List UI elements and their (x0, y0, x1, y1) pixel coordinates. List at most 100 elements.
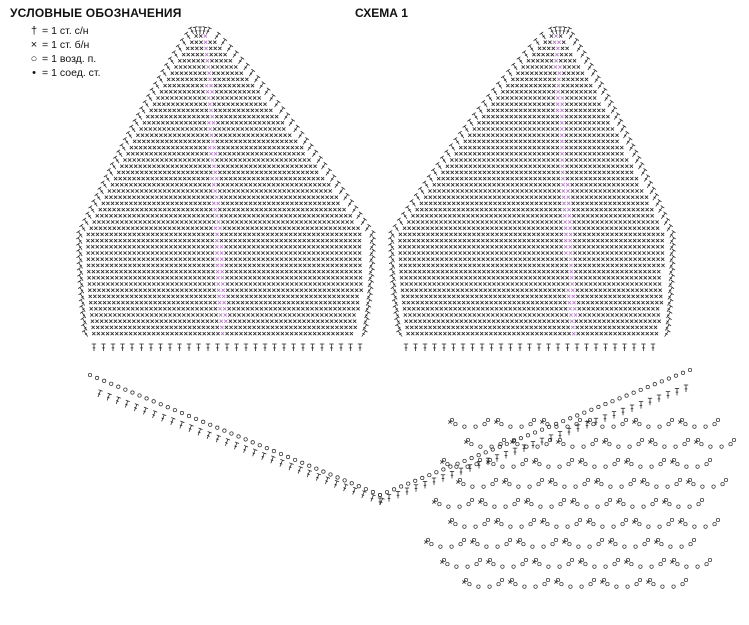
single-crochet-mark (203, 34, 208, 38)
single-crochet-mark (290, 288, 295, 293)
single-crochet-mark (274, 251, 279, 255)
single-crochet-mark (559, 251, 564, 255)
single-crochet-mark (123, 232, 127, 237)
chain-stitch-mark (633, 544, 638, 549)
double-crochet-mark (113, 155, 120, 164)
single-crochet-mark (269, 313, 274, 317)
single-crochet-mark (233, 232, 238, 237)
single-crochet-mark (411, 226, 416, 231)
single-crochet-mark (428, 201, 433, 206)
single-crochet-mark (647, 257, 651, 262)
single-crochet-mark (488, 195, 492, 200)
single-crochet-mark (105, 331, 110, 336)
single-crochet-mark (432, 182, 437, 187)
single-crochet-mark (272, 145, 276, 150)
single-crochet-mark (267, 220, 271, 224)
single-crochet-mark (610, 257, 614, 262)
single-crochet-mark (545, 306, 550, 311)
single-crochet-mark (547, 288, 552, 293)
single-crochet-mark (261, 325, 266, 330)
single-crochet-mark (407, 251, 412, 255)
single-crochet-mark (128, 269, 133, 274)
single-crochet-mark (137, 139, 142, 144)
single-crochet-mark (509, 133, 514, 138)
single-crochet-mark (348, 263, 353, 268)
single-crochet-mark (433, 195, 437, 200)
single-crochet-mark (168, 89, 173, 94)
single-crochet-mark (494, 306, 499, 311)
single-crochet-mark (150, 158, 155, 162)
single-crochet-mark (579, 282, 584, 286)
single-crochet-mark (541, 120, 546, 125)
single-crochet-mark (595, 300, 599, 305)
single-crochet-mark (536, 306, 540, 311)
single-crochet-mark (446, 282, 450, 286)
single-crochet-mark (535, 331, 539, 336)
chain-stitch-mark (604, 502, 609, 507)
single-crochet-mark (514, 176, 519, 181)
single-crochet-mark (599, 294, 603, 299)
single-crochet-mark (254, 207, 259, 212)
chain-stitch-mark (172, 408, 177, 413)
single-crochet-mark (95, 263, 100, 268)
single-crochet-mark (142, 282, 147, 286)
chain-stitch-mark (657, 424, 662, 429)
single-crochet-mark (159, 213, 164, 218)
single-crochet-mark (517, 251, 522, 255)
chain-stitch-mark (515, 442, 520, 447)
single-crochet-mark (264, 151, 269, 156)
single-crochet-mark (549, 34, 554, 38)
single-crochet-mark (487, 275, 491, 280)
single-crochet-mark (488, 288, 492, 293)
single-crochet-mark (565, 275, 570, 280)
single-crochet-mark (608, 201, 612, 206)
single-crochet-mark (620, 275, 625, 280)
single-crochet-mark (155, 325, 160, 330)
single-crochet-mark (267, 201, 271, 206)
single-crochet-mark (609, 306, 614, 311)
single-crochet-mark (115, 288, 120, 293)
single-crochet-mark (99, 238, 104, 243)
single-crochet-mark (578, 102, 583, 107)
chain-stitch-mark (692, 524, 697, 529)
single-crochet-mark (608, 207, 613, 212)
single-crochet-mark (567, 213, 572, 218)
single-crochet-mark (601, 139, 606, 144)
single-crochet-mark (602, 440, 606, 444)
single-crochet-mark (421, 226, 425, 231)
single-crochet-mark (407, 306, 412, 311)
single-crochet-mark (280, 282, 285, 286)
single-crochet-mark (211, 120, 216, 125)
single-crochet-mark (265, 195, 270, 200)
single-crochet-mark (484, 207, 489, 212)
single-crochet-mark (199, 189, 204, 193)
single-crochet-mark (193, 282, 198, 286)
single-crochet-mark (246, 319, 251, 324)
single-crochet-mark (546, 114, 551, 119)
single-crochet-mark (523, 275, 528, 280)
single-crochet-mark (107, 300, 112, 305)
single-crochet-mark (155, 251, 160, 255)
single-crochet-mark (252, 269, 257, 274)
single-crochet-mark (339, 251, 344, 255)
single-crochet-mark (661, 263, 665, 268)
single-crochet-mark (583, 139, 587, 144)
single-crochet-mark (282, 226, 287, 231)
single-crochet-mark (532, 560, 536, 564)
single-crochet-mark (145, 176, 150, 181)
single-crochet-mark (398, 238, 402, 243)
single-crochet-mark (174, 120, 179, 125)
chain-stitch-mark (622, 544, 627, 549)
single-crochet-mark (165, 120, 170, 125)
single-crochet-mark (500, 164, 505, 169)
single-crochet-mark (582, 313, 587, 317)
single-crochet-mark (564, 158, 569, 162)
double-crochet-mark (129, 124, 136, 133)
single-crochet-mark (634, 282, 639, 286)
single-crochet-mark (163, 313, 168, 317)
single-crochet-mark (314, 189, 319, 193)
single-crochet-mark (314, 207, 319, 212)
single-crochet-mark (140, 313, 145, 317)
single-crochet-mark (588, 275, 593, 280)
single-crochet-mark (448, 420, 452, 424)
